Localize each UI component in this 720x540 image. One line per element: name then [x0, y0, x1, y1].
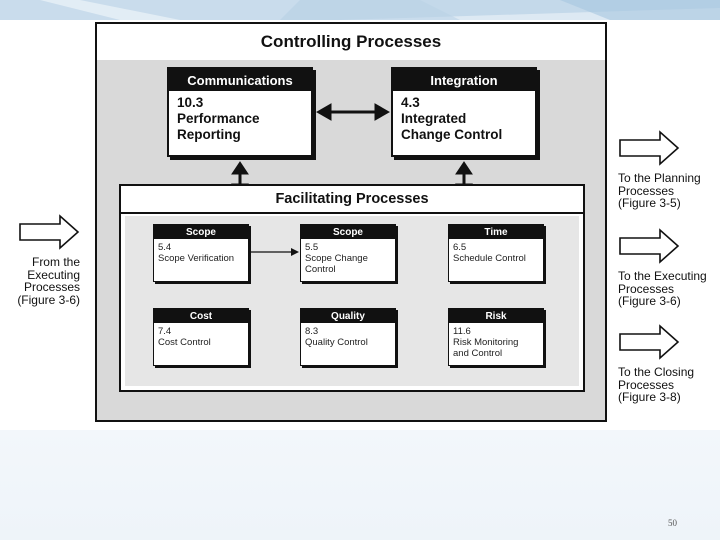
box-body: 7.4 Cost Control [154, 323, 248, 348]
box-name-line: Quality Control [305, 337, 368, 348]
facilitating-panel: Scope 5.4 Scope Verification Scope 5.5 S… [125, 216, 579, 386]
integration-header: Integration [393, 69, 535, 91]
label-line: (Figure 3-5) [618, 196, 681, 210]
box-body: 5.5 Scope Change Control [301, 239, 395, 275]
box-number: 6.5 [453, 242, 467, 253]
box-header: Time [449, 225, 543, 239]
box-name-line: Control [305, 264, 336, 275]
process-name-line: Integrated [401, 111, 467, 126]
decorative-banner [0, 0, 720, 20]
quality-control-box: Quality 8.3 Quality Control [300, 308, 396, 366]
slide-bottom-area [0, 430, 720, 540]
box-name-line: Scope Change [305, 253, 368, 264]
diagram-title: Controlling Processes [97, 24, 605, 62]
box-header: Scope [301, 225, 395, 239]
box-name-line: Scope Verification [158, 253, 235, 264]
box-header: Scope [154, 225, 248, 239]
to-executing-label: To the Executing Processes (Figure 3-6) [618, 270, 720, 308]
box-name-line: Cost Control [158, 337, 211, 348]
integrated-change-control-text: 4.3 Integrated Change Control [393, 91, 535, 143]
process-name-line: Reporting [177, 127, 241, 142]
box-body: 6.5 Schedule Control [449, 239, 543, 264]
from-executing-label: From the Executing Processes (Figure 3-6… [8, 256, 80, 306]
risk-monitoring-box: Risk 11.6 Risk Monitoring and Control [448, 308, 544, 366]
facilitating-processes-frame: Facilitating Processes Scope 5.4 Scope V… [119, 184, 585, 392]
output-arrow-icon [619, 228, 680, 264]
output-arrow-icon [619, 324, 680, 360]
label-line: Executing [27, 267, 80, 282]
facilitating-title: Facilitating Processes [121, 186, 583, 214]
output-arrow-icon [619, 130, 680, 166]
box-number: 5.5 [305, 242, 319, 253]
scope-arrow [251, 248, 299, 256]
controlling-processes-frame: Controlling Processes Communications 10.… [95, 22, 607, 422]
label-line: Processes [618, 377, 675, 392]
process-name-line: Change Control [401, 127, 503, 142]
process-number: 10.3 [177, 95, 204, 110]
label-line: Processes [618, 281, 675, 296]
box-header: Quality [301, 309, 395, 323]
horizontal-double-arrow [315, 103, 391, 121]
label-line: Processes [23, 280, 80, 294]
integration-process-box: Integration 4.3 Integrated Change Contro… [391, 67, 537, 157]
label-line: Processes [618, 183, 675, 198]
label-line: From the [31, 255, 80, 269]
label-line: (Figure 3-8) [618, 390, 681, 404]
label-line: (Figure 3-6) [618, 294, 681, 308]
to-closing-label: To the Closing Processes (Figure 3-8) [618, 366, 720, 404]
label-line: To the Planning [618, 171, 701, 185]
box-header: Cost [154, 309, 248, 323]
box-number: 5.4 [158, 242, 172, 253]
page-number: 50 [668, 518, 677, 528]
process-number: 4.3 [401, 95, 420, 110]
schedule-control-box: Time 6.5 Schedule Control [448, 224, 544, 282]
communications-process-box: Communications 10.3 Performance Reportin… [167, 67, 313, 157]
process-name-line: Performance [177, 111, 260, 126]
box-body: 11.6 Risk Monitoring and Control [449, 323, 543, 359]
scope-change-control-box: Scope 5.5 Scope Change Control [300, 224, 396, 282]
box-number: 8.3 [305, 326, 319, 337]
box-header: Risk [449, 309, 543, 323]
performance-reporting-text: 10.3 Performance Reporting [169, 91, 311, 143]
label-line: To the Closing [618, 365, 695, 379]
box-body: 8.3 Quality Control [301, 323, 395, 348]
box-name-line: and Control [453, 348, 503, 359]
box-name-line: Schedule Control [453, 253, 526, 264]
cost-control-box: Cost 7.4 Cost Control [153, 308, 249, 366]
scope-verification-box: Scope 5.4 Scope Verification [153, 224, 249, 282]
input-arrow-icon [19, 214, 80, 250]
box-name-line: Risk Monitoring [453, 337, 519, 348]
label-line: (Figure 3-6) [17, 292, 80, 307]
to-planning-label: To the Planning Processes (Figure 3-5) [618, 172, 720, 210]
communications-header: Communications [169, 69, 311, 91]
box-number: 7.4 [158, 326, 172, 337]
label-line: To the Executing [618, 269, 707, 283]
box-body: 5.4 Scope Verification [154, 239, 248, 264]
box-number: 11.6 [453, 326, 471, 337]
